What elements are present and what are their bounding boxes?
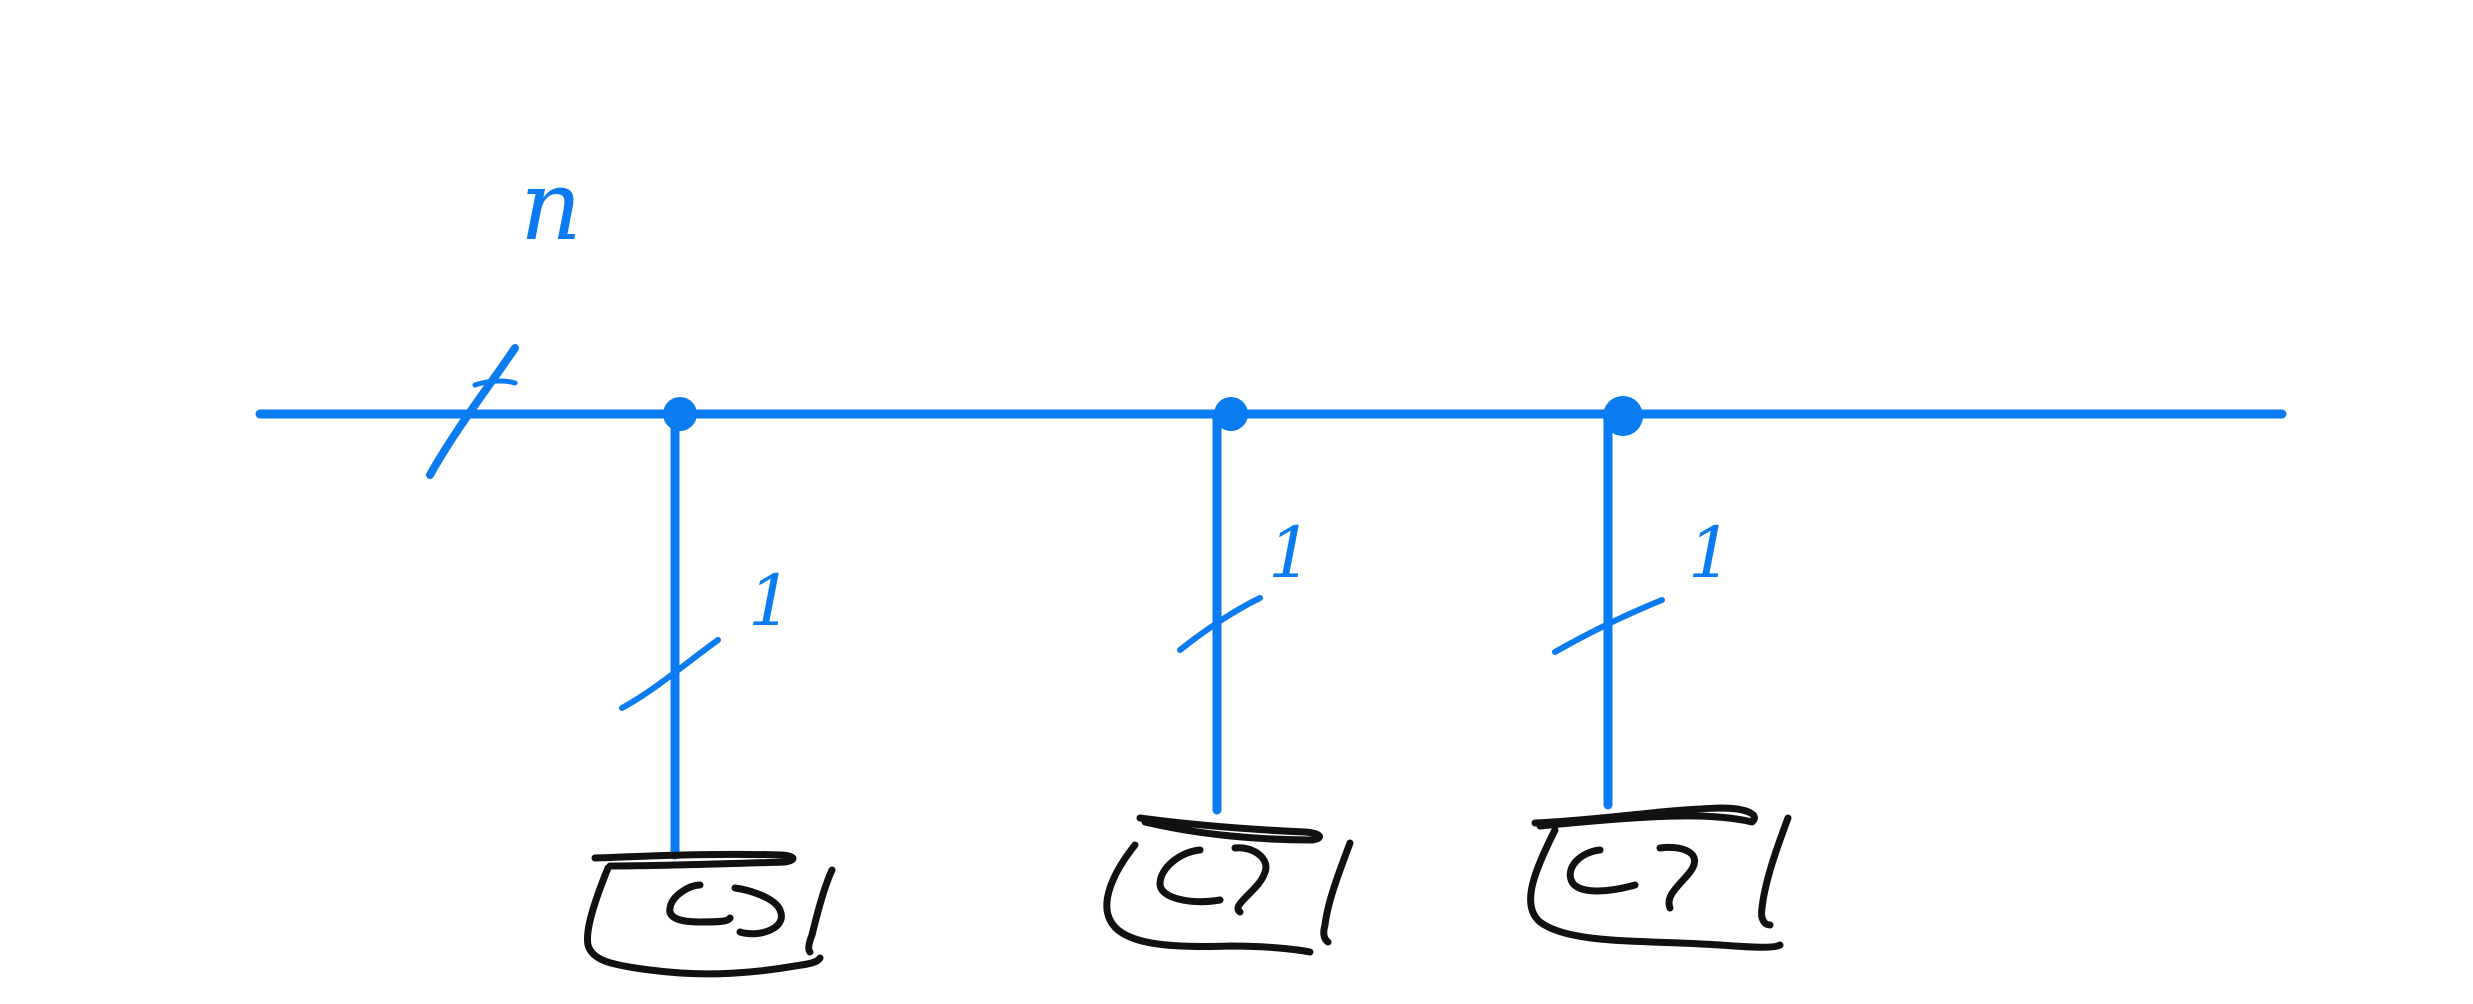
measurement-width-label-2: 1 bbox=[1268, 512, 1313, 594]
register-slash bbox=[426, 344, 519, 479]
detector-3 bbox=[1527, 804, 1792, 951]
control-dot-3 bbox=[1603, 396, 1643, 436]
detector-1 bbox=[583, 850, 836, 978]
measurement-slash-1 bbox=[619, 637, 721, 711]
measurement-width-label-3: 1 bbox=[1688, 512, 1733, 594]
measurement-width-label-1: 1 bbox=[748, 560, 793, 642]
register-width-label: n bbox=[520, 150, 582, 262]
control-dot-2 bbox=[1214, 397, 1248, 431]
control-dot-1 bbox=[663, 397, 697, 431]
measurement-slash-3 bbox=[1552, 597, 1665, 655]
measurement-slash-2 bbox=[1177, 595, 1263, 653]
register-slash-tick bbox=[472, 378, 518, 388]
detector-2 bbox=[1103, 814, 1354, 956]
